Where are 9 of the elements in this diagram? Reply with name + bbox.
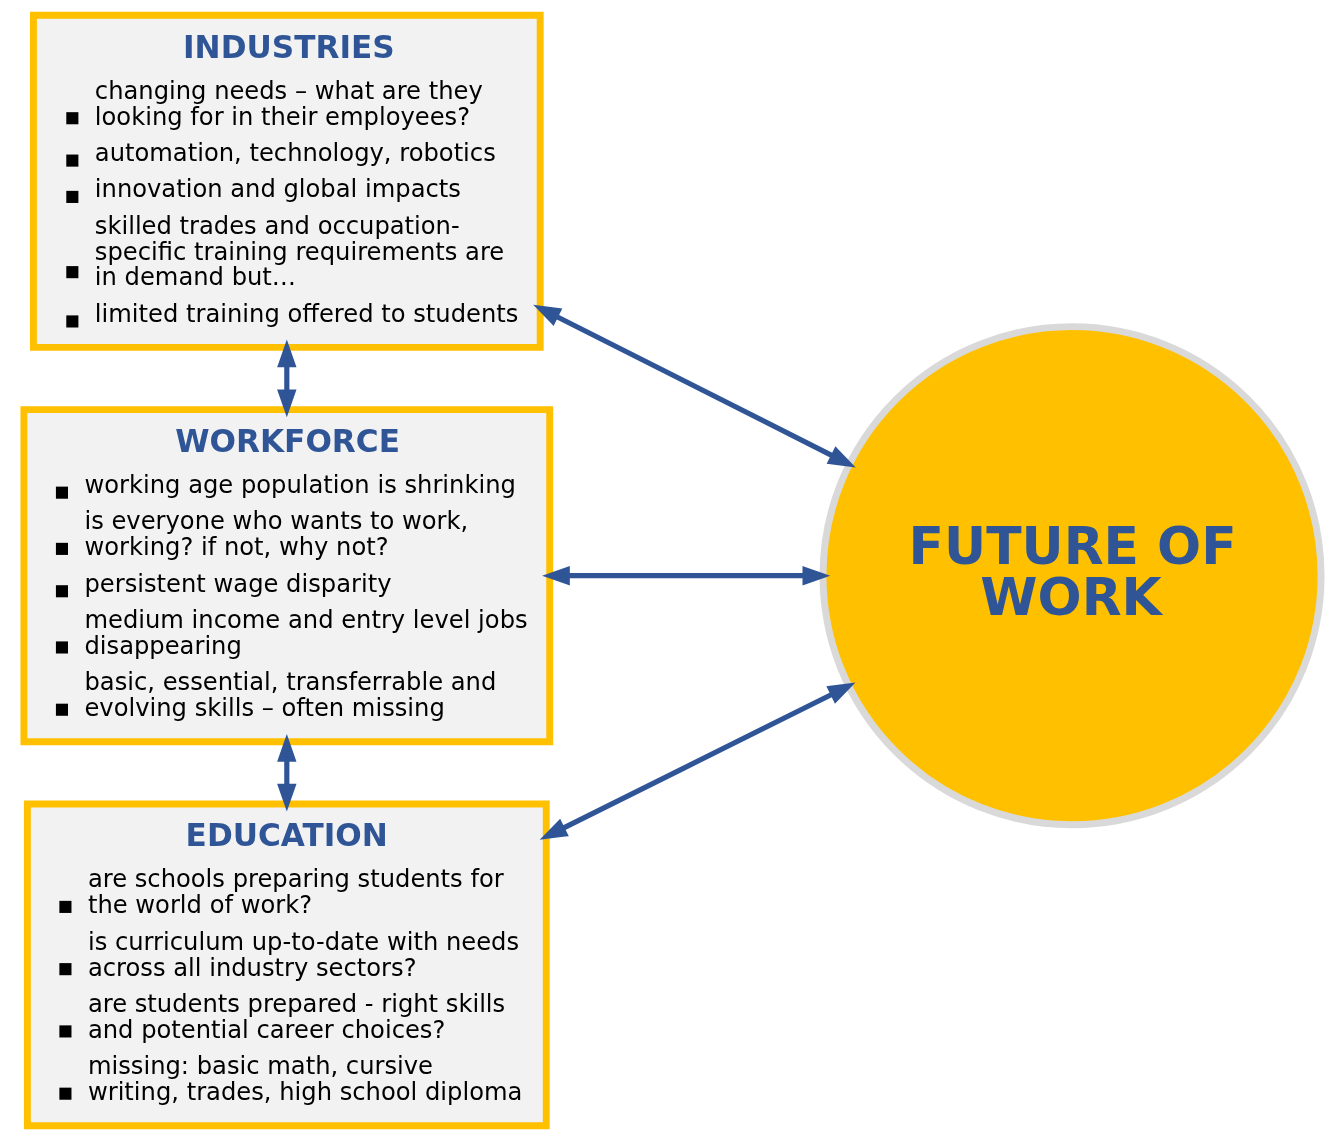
node-box: EDUCATION are schools preparing students for the world of work? is curriculum up-to-date with needs across all industry sectors? are students prepared - right skills and potential career choices? missing: basic math, cursive writing, trades, high school diploma bbox=[23, 800, 550, 1130]
node-box: INDUSTRIES changing needs – what are they looking for in their employees? automation, technology, robotics innovation and global impacts skilled trades and occupation-specific training requirements are in demand but… limited training offered to students bbox=[29, 11, 544, 351]
arrow bbox=[276, 339, 296, 418]
arrow bbox=[276, 733, 296, 812]
arrow bbox=[539, 682, 855, 840]
arrow bbox=[532, 304, 856, 468]
arrow bbox=[541, 566, 830, 586]
node-box: WORKFORCE working age population is shrinking is everyone who wants to work, working? if not, why not? persistent wage disparity medium income and entry level jobs disappearing basic, essential, transferrable and evolving skills – often missing bbox=[19, 406, 553, 746]
node-circle: FUTURE OF WORK bbox=[819, 323, 1325, 829]
